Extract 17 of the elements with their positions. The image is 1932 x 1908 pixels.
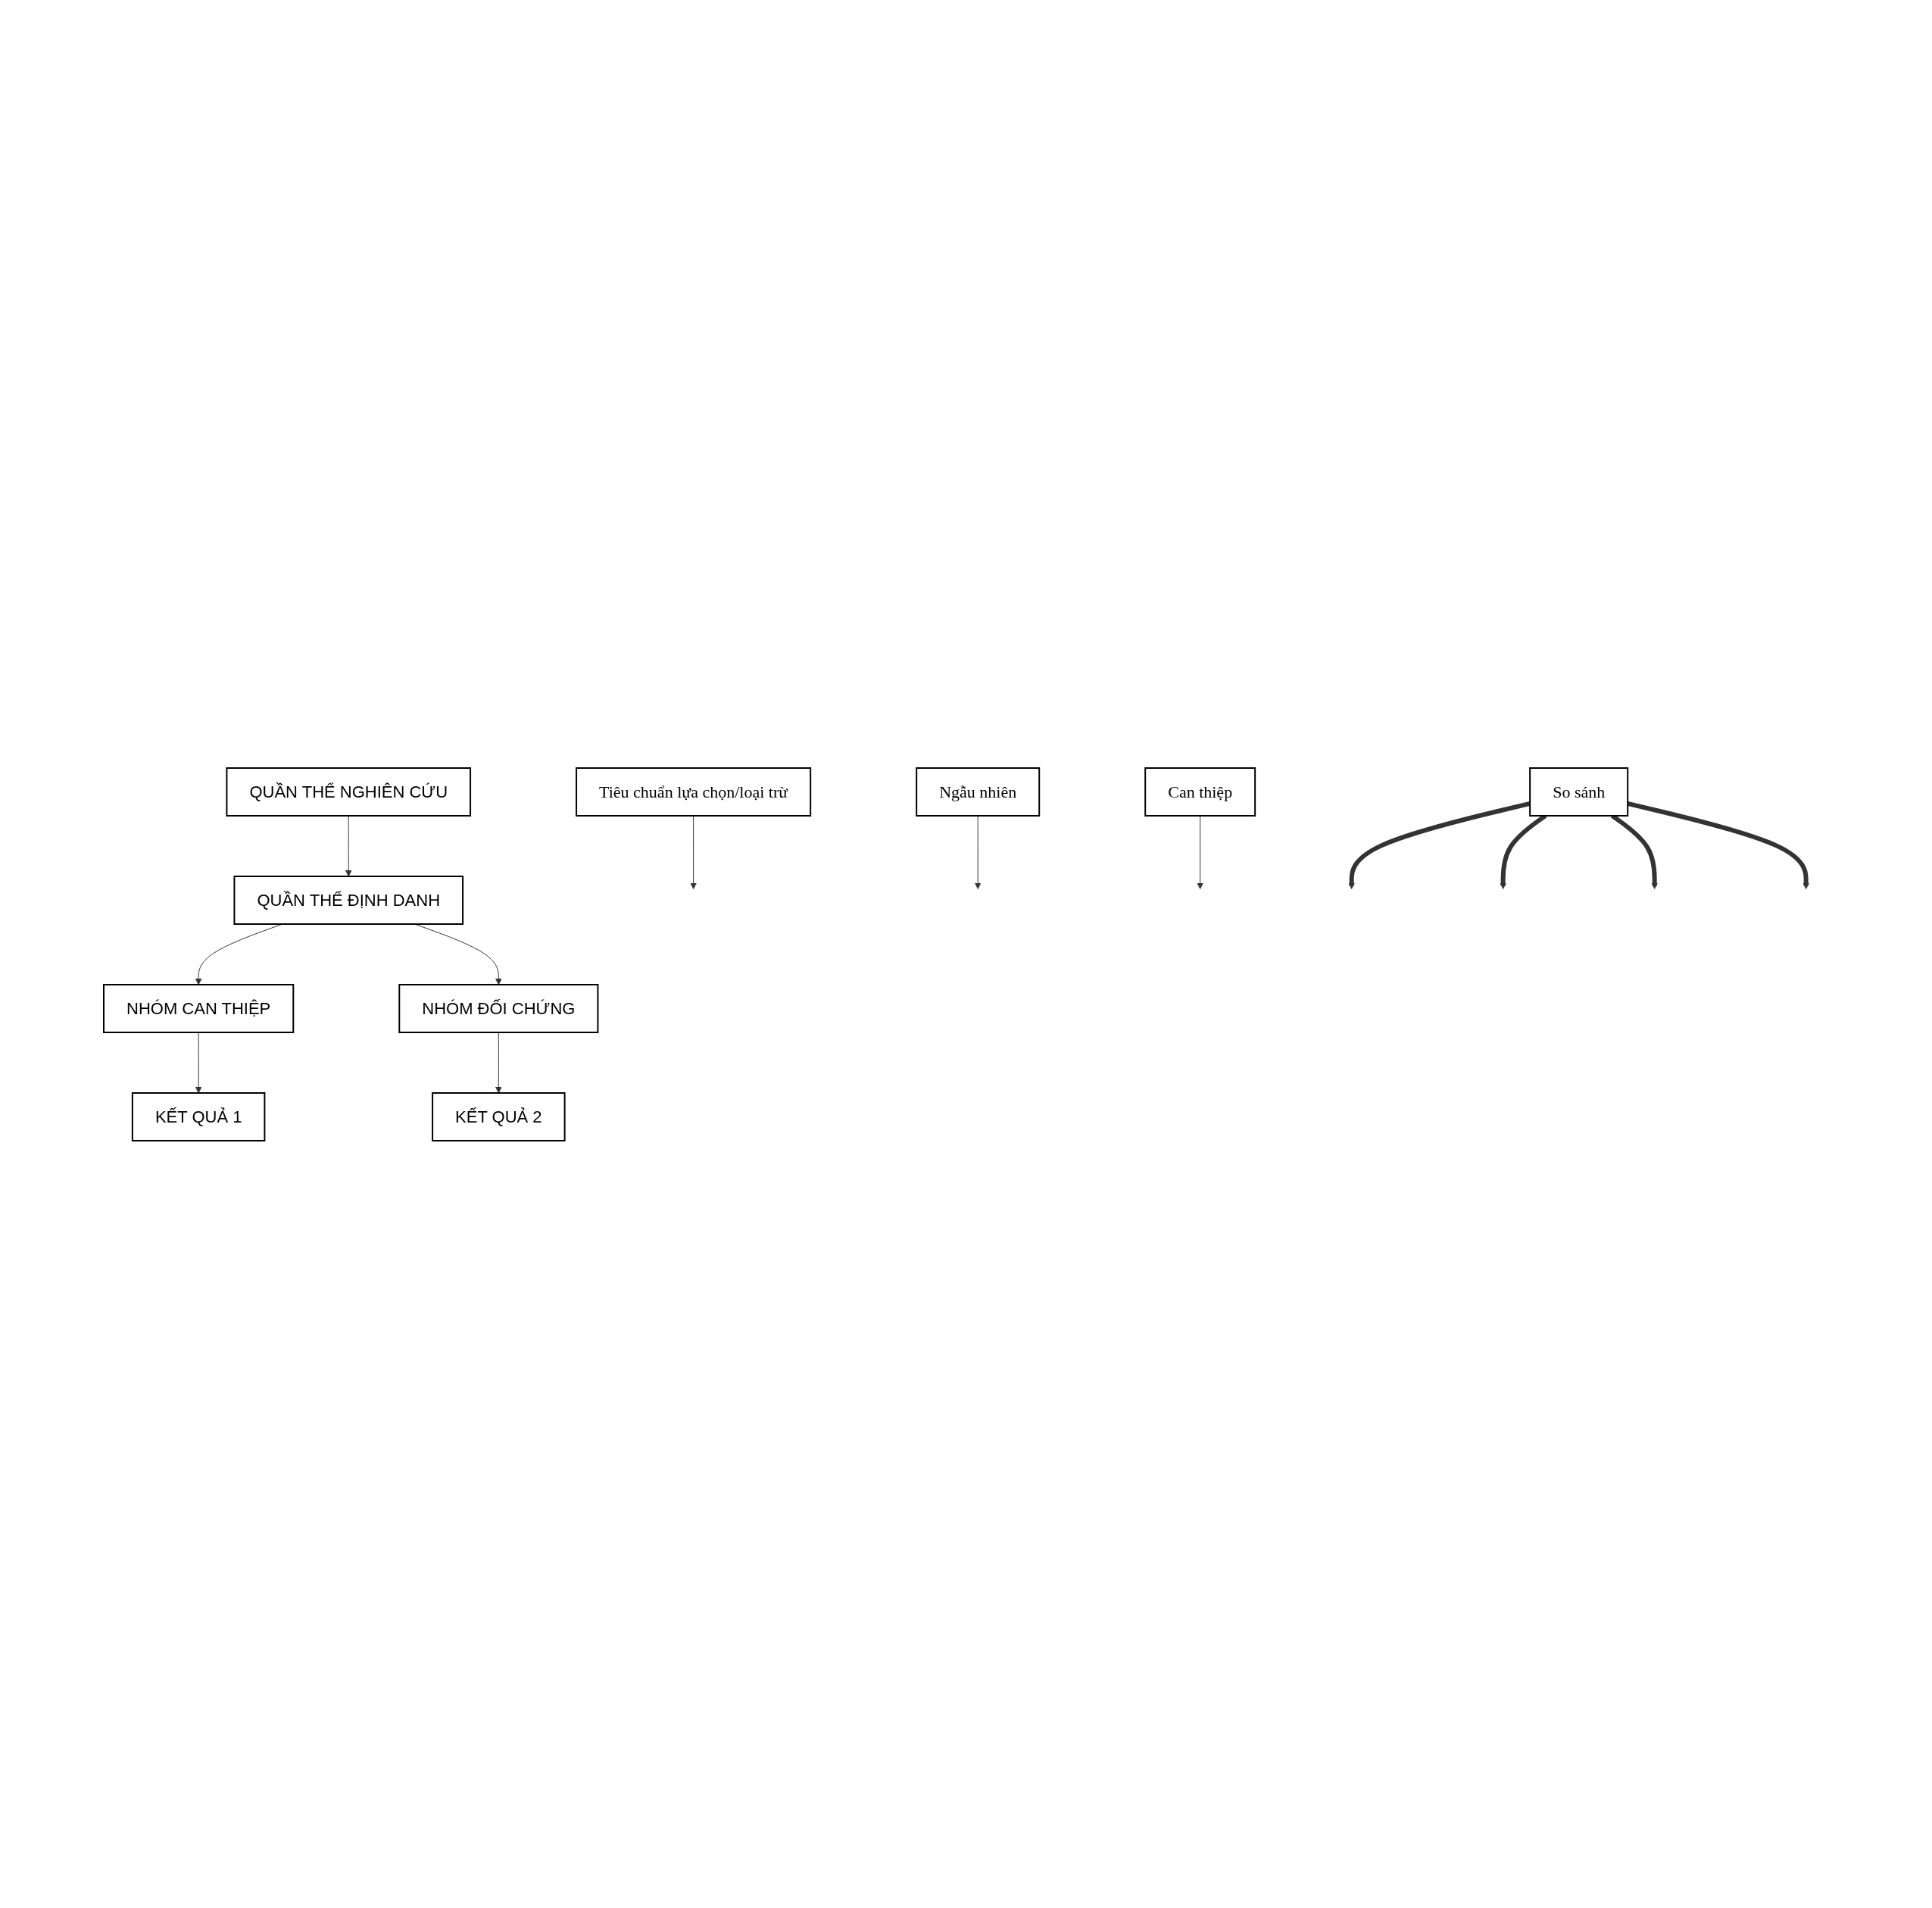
node-box: So sánh (1528, 767, 1628, 817)
node-box: QUẦN THỂ ĐỊNH DANH (233, 875, 463, 925)
arrow (345, 815, 352, 876)
arrow (495, 1032, 502, 1093)
arrow (195, 1032, 202, 1093)
node-box: NHÓM ĐỐI CHỨNG (398, 983, 599, 1033)
node-box: Tiêu chuẩn lựa chọn/loại trừ (575, 767, 811, 817)
node-box: Can thiệp (1144, 767, 1256, 817)
arrow (689, 815, 697, 889)
node-box: Ngẫu nhiên (915, 767, 1040, 817)
node-box: QUẦN THỂ NGHIÊN CỨU (226, 767, 471, 817)
arrow (1627, 801, 1809, 889)
node-box: NHÓM CAN THIỆP (102, 983, 294, 1033)
node-box: KẾT QUẢ 1 (131, 1091, 266, 1141)
arrow (974, 815, 982, 889)
node-box: KẾT QUẢ 2 (431, 1091, 566, 1141)
arrow (1196, 815, 1203, 889)
